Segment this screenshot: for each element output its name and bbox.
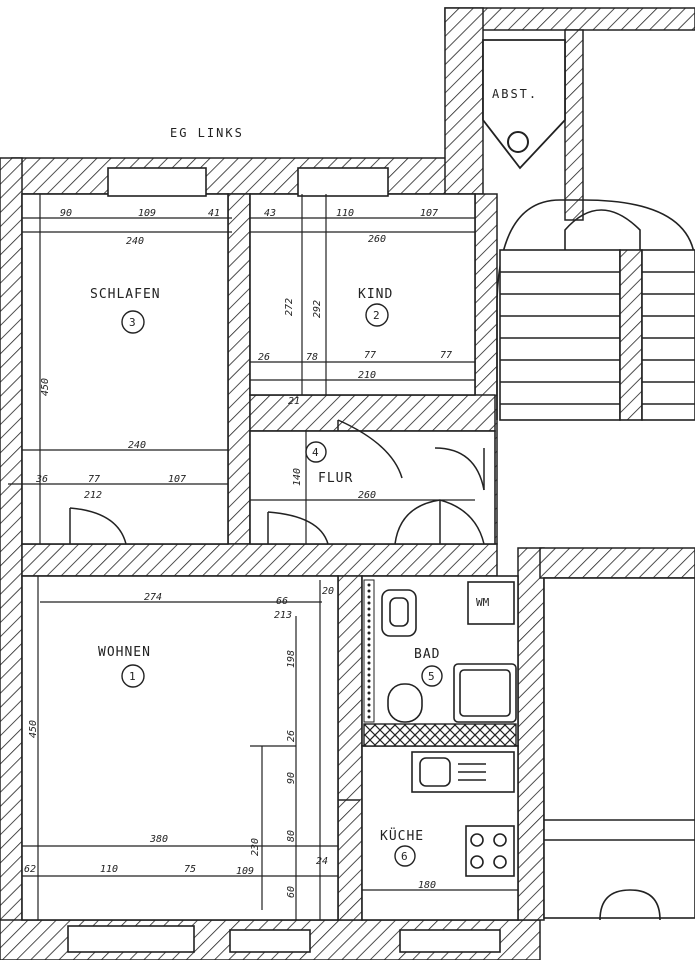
dim-schlafen-width-bottom: 240 (128, 440, 146, 451)
dim-wohnen-height: 450 (28, 720, 39, 738)
washing-machine-label: WM (476, 596, 490, 609)
dim-wohnen-bottom-b: 75 (184, 864, 196, 875)
dim-wohnen-top: 274 (144, 592, 162, 603)
room-number-bad: 5 (428, 670, 435, 683)
room-number-wohnen: 1 (129, 670, 136, 683)
dim-kind-width-top: 260 (368, 234, 386, 245)
dim-kind-bottom-a: 26 (258, 352, 270, 363)
dim-wohnen-bottom-a: 110 (100, 864, 118, 875)
room-name-kueche: KÜCHE (380, 827, 424, 844)
toilet-icon (387, 683, 423, 723)
dim-kind-top-c: 107 (420, 208, 438, 219)
dim-kind-bottom-b: 78 (306, 352, 318, 363)
room-name-schlafen: SCHLAFEN (90, 287, 161, 302)
dim-kind-small: 21 (288, 396, 300, 407)
dim-wohnen-side: 20 (322, 586, 334, 597)
room-flur (249, 430, 496, 545)
room-name-kind: KIND (358, 287, 393, 302)
dim-schlafen-left: 36 (35, 474, 48, 485)
dim-kind-top-a: 43 (264, 208, 276, 219)
floor-label: EG LINKS (170, 126, 244, 140)
dim-wohnen-left: 62 (24, 864, 36, 875)
dim-flur-width: 260 (358, 490, 376, 501)
room-name-bad: BAD (414, 647, 440, 662)
dim-wohnen-bottom-c: 109 (236, 866, 254, 877)
room-number-badge-schlafen (121, 310, 145, 334)
dim-kind-height-a: 272 (284, 298, 295, 316)
neighbour-area (543, 577, 695, 921)
room-name-flur: FLUR (318, 471, 353, 486)
dim-flur-height: 140 (292, 468, 303, 486)
bad-tile-wall (363, 579, 375, 723)
dimension-lines (8, 194, 518, 920)
dim-wohnen-vert-a: 198 (286, 650, 297, 668)
room-number-badge-kueche (394, 845, 416, 867)
room-number-badge-bad (421, 665, 443, 687)
room-number-badge-kind (365, 303, 389, 327)
dim-schlafen-height: 450 (40, 378, 51, 396)
dim-wohnen-vert-f: 230 (250, 838, 261, 856)
bad-partition (363, 723, 517, 747)
room-number-badge-flur (305, 441, 327, 463)
dim-kueche-small: 24 (316, 856, 328, 867)
windows (67, 167, 501, 953)
dimension-texts: 90 109 41 240 43 110 107 260 272 292 26 … (24, 208, 452, 898)
doors (69, 419, 485, 801)
stair-shaft: ABST. (482, 39, 566, 170)
dim-wohnen-vert-b: 26 (286, 730, 297, 742)
room-name-wohnen: WOHNEN (98, 645, 151, 660)
stove-icon (465, 825, 515, 877)
room-number-kueche: 6 (401, 850, 408, 863)
dim-wohnen-vert-e: 60 (286, 886, 297, 898)
dim-kind-top-b: 110 (336, 208, 354, 219)
washing-machine-icon (467, 581, 515, 625)
stairs-label: ABST. (492, 87, 538, 101)
dim-schlafen-door-b: 107 (168, 474, 186, 485)
dim-kind-width-bottom: 210 (358, 370, 376, 381)
fixtures (381, 581, 517, 877)
room-number-badge-wohnen (121, 664, 145, 688)
dim-schlafen-door-c: 212 (84, 490, 102, 501)
dim-wohnen-vert-c: 90 (286, 772, 297, 784)
dim-wohnen-vert-d: 80 (286, 830, 297, 842)
dim-kind-bottom-c: 77 (364, 350, 376, 361)
dim-schlafen-top-a: 90 (60, 208, 72, 219)
room-schlafen (21, 193, 229, 545)
room-number-kind: 2 (373, 309, 380, 322)
room-number-schlafen: 3 (129, 316, 136, 329)
room-wohnen (21, 575, 339, 921)
dim-schlafen-top-b: 109 (138, 208, 156, 219)
drain-icon (507, 131, 529, 153)
dim-schlafen-width-top: 240 (126, 236, 144, 247)
dim-kueche-width: 180 (418, 880, 436, 891)
room-number-flur: 4 (312, 446, 319, 459)
dim-wohnen-width-bottom: 380 (149, 834, 168, 845)
dim-kind-bottom-d: 77 (440, 350, 452, 361)
staircase (496, 199, 695, 421)
dim-schlafen-door-a: 77 (88, 474, 100, 485)
dim-wohnen-top-c: 213 (274, 610, 292, 621)
dim-schlafen-top-c: 41 (208, 208, 220, 219)
dim-wohnen-top-b: 66 (276, 596, 288, 607)
dim-kind-height-b: 292 (312, 300, 323, 318)
